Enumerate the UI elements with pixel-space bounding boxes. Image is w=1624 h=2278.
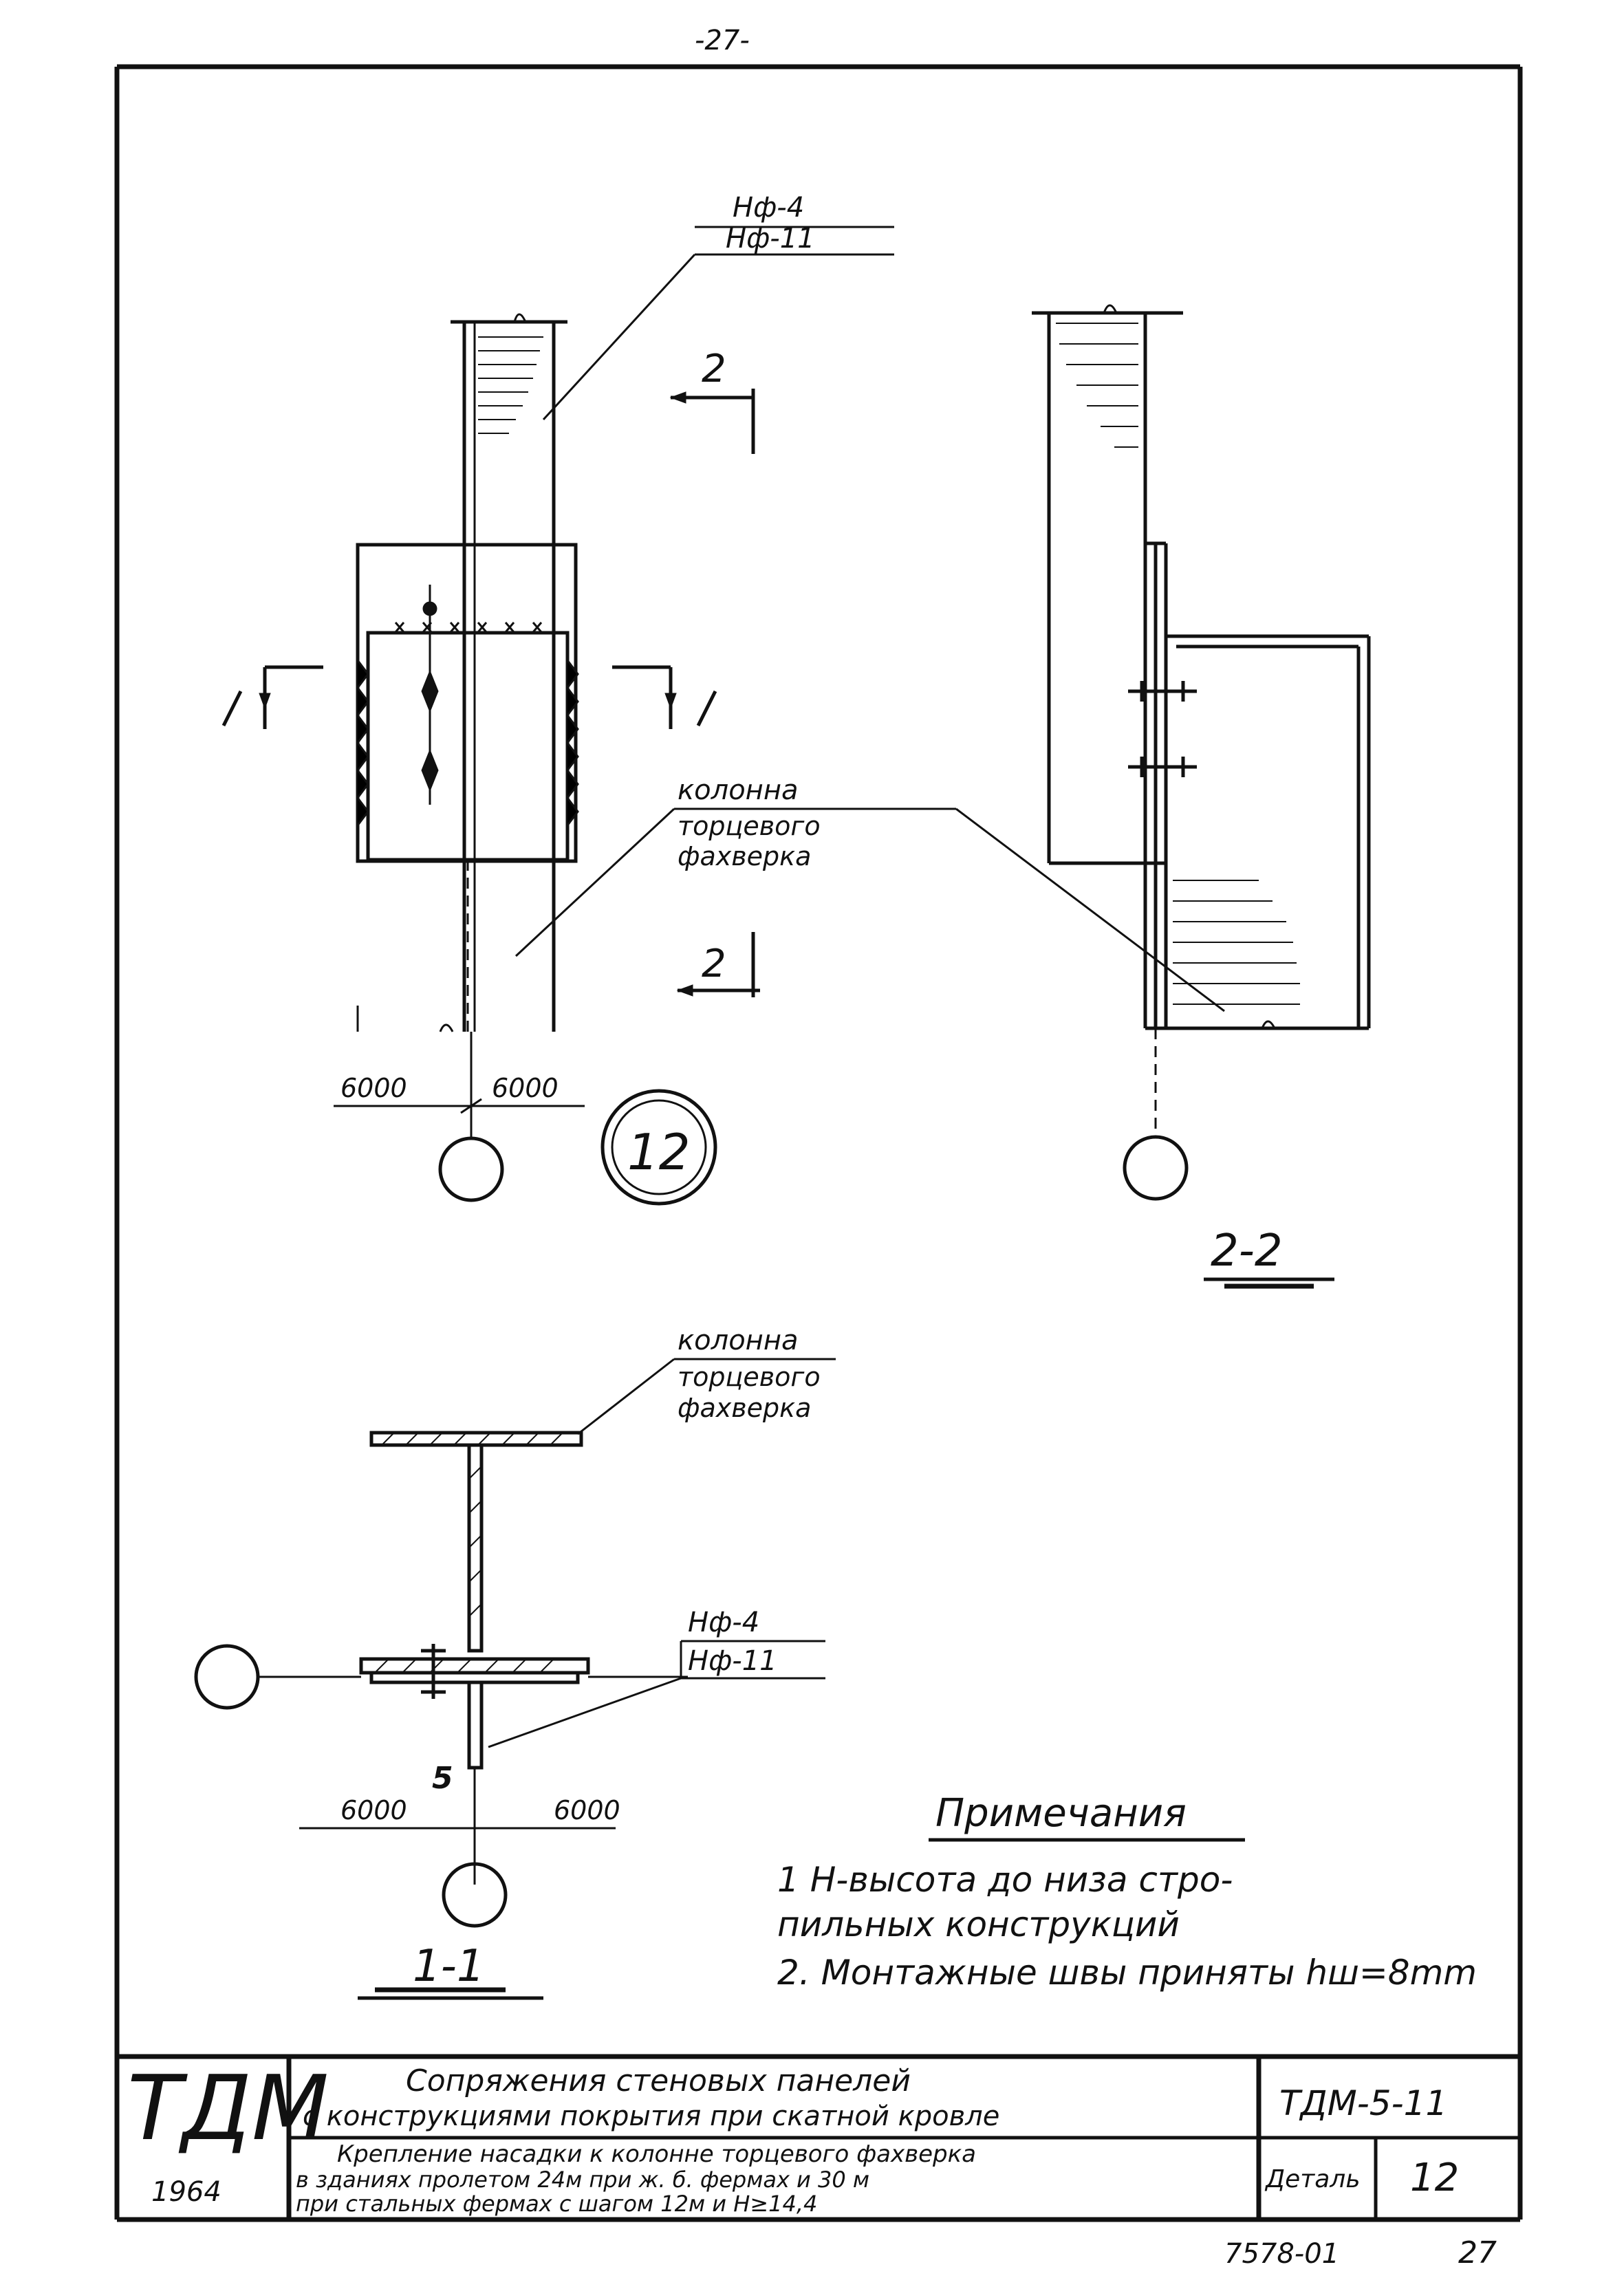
- note-line-2: пильных конструкций: [777, 1905, 1180, 1944]
- svg-text:6000: 6000: [340, 1073, 407, 1103]
- desc-line-3: при стальных фермах с шагом 12м и Н≥14,4: [296, 2191, 817, 2217]
- section-cut-2-bottom: 2: [676, 932, 760, 997]
- drawing-frame: [114, 64, 1523, 2222]
- svg-text:торцевого: торцевого: [678, 1362, 821, 1392]
- svg-text:6000: 6000: [340, 1795, 407, 1825]
- note-line-3: 2. Монтажные швы приняты hш=8mm: [777, 1953, 1477, 1993]
- bolt-marks: [421, 585, 439, 805]
- svg-text:5: 5: [432, 1761, 453, 1796]
- svg-text:12: 12: [627, 1123, 691, 1181]
- section-2-2-title: 2-2: [1211, 1226, 1283, 1277]
- page-number-top: -27-: [695, 25, 750, 56]
- year: 1964: [151, 2176, 221, 2208]
- notes-block: Примечания 1 Н-высота до низа стро- пиль…: [777, 1791, 1477, 1993]
- section-cut-2-top: 2: [669, 347, 755, 454]
- column-caption-section: колонна торцевого фахверка: [577, 1325, 836, 1435]
- svg-text:6000: 6000: [492, 1073, 559, 1103]
- svg-text:6000: 6000: [554, 1795, 620, 1825]
- title-line-1: Сопряжения стеновых панелей: [406, 2063, 911, 2098]
- detail-marker: 12: [600, 1089, 717, 1206]
- notes-heading: Примечания: [935, 1791, 1187, 1836]
- section-cut-1-left: [221, 665, 323, 729]
- svg-text:фахверка: фахверка: [678, 841, 811, 871]
- tag-upper-section: Нф-4: [688, 1607, 759, 1638]
- detail-label: Деталь: [1264, 2165, 1361, 2193]
- section-1-1-title: 1-1: [413, 1941, 485, 1992]
- section-cut-1-right: [612, 665, 717, 729]
- series-code: ТДМ-5-11: [1279, 2083, 1447, 2123]
- svg-text:колонна: колонна: [678, 1325, 799, 1356]
- title-line-2: с конструкциями покрытия при скатной кро…: [303, 2101, 999, 2132]
- desc-line-2: в зданиях пролетом 24м при ж. б. фермах …: [296, 2167, 869, 2193]
- footer-page: 27: [1458, 2235, 1497, 2270]
- tag-upper-elev: Нф-4: [733, 192, 804, 224]
- tag-lower-elev: Нф-11: [726, 223, 815, 254]
- svg-text:колонна: колонна: [678, 774, 799, 806]
- detail-value: 12: [1410, 2156, 1459, 2200]
- section-2-2-view: 2-2: [1032, 304, 1371, 1289]
- svg-text:торцевого: торцевого: [678, 811, 821, 841]
- svg-text:2: 2: [702, 347, 726, 391]
- note-line-1: 1 Н-высота до низа стро-: [777, 1860, 1233, 1900]
- column-caption-elev: колонна торцевого фахверка: [515, 774, 1225, 1012]
- elevation-view: 2 2 Нф-4 Нф-11 колонна торцевого фахверк…: [221, 192, 1225, 1206]
- tdm-logo: ТДМ: [127, 2056, 329, 2160]
- title-block: ТДМ 1964 Сопряжения стеновых панелей с к…: [117, 2054, 1520, 2220]
- tag-lower-section: Нф-11: [688, 1645, 777, 1677]
- section-1-1-view: 5 6000 6000 1-1 колонна торцевого фахвер…: [194, 1325, 836, 2000]
- dimension-elev: 6000 6000: [334, 1032, 585, 1202]
- desc-line-1: Крепление насадки к колонне торцевого фа…: [337, 2140, 976, 2168]
- footer-code: 7578-01: [1224, 2238, 1339, 2270]
- svg-text:2: 2: [702, 942, 726, 986]
- weld-marks: [356, 622, 579, 826]
- svg-text:фахверка: фахверка: [678, 1393, 811, 1423]
